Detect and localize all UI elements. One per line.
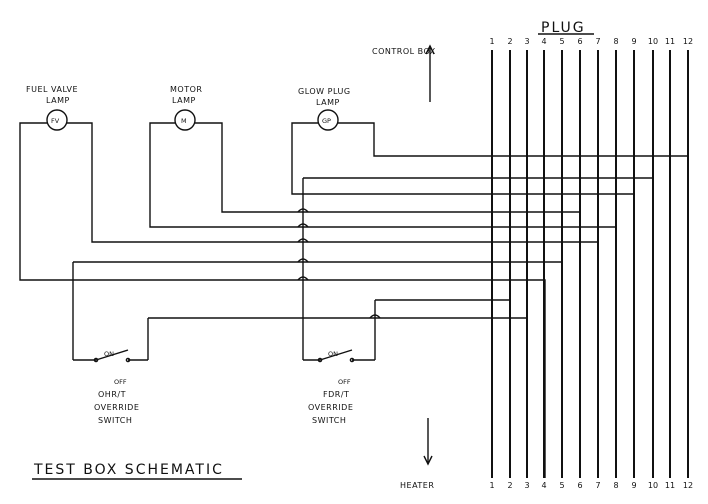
motor-lamp-icon: M <box>174 109 196 131</box>
pin-label: 4 <box>541 37 546 46</box>
svg-text:SWITCH: SWITCH <box>98 416 132 425</box>
fuel-valve-lamp-icon: FV <box>46 109 68 131</box>
glow-plug-lamp-label: LAMP <box>316 98 340 107</box>
heater-label: HEATER <box>400 481 434 490</box>
svg-text:SWITCH: SWITCH <box>312 416 346 425</box>
svg-text:OVERRIDE: OVERRIDE <box>308 403 353 412</box>
pin-label: 6 <box>577 481 582 490</box>
pin-label: 12 <box>683 37 693 46</box>
pin-label: 3 <box>524 37 529 46</box>
pin-label: 11 <box>665 37 675 46</box>
control-box-label: CONTROL BOX <box>372 47 436 56</box>
motor-lamp-label: MOTOR <box>170 85 202 94</box>
fuel-valve-lamp-label: LAMP <box>46 96 70 105</box>
pin-label: 5 <box>559 481 564 490</box>
svg-text:OVERRIDE: OVERRIDE <box>94 403 139 412</box>
svg-text:ON: ON <box>104 350 114 358</box>
pin-label: 10 <box>648 37 658 46</box>
up-arrow-icon <box>425 44 435 102</box>
motor-lamp-label: LAMP <box>172 96 196 105</box>
svg-text:FDR/T: FDR/T <box>323 390 349 399</box>
svg-text:OFF: OFF <box>338 378 351 386</box>
svg-text:GP: GP <box>322 117 331 125</box>
pin-label: 8 <box>613 37 618 46</box>
pin-label: 9 <box>631 481 636 490</box>
ohr-override-switch: ON OFF OHR/T OVERRIDE SWITCH <box>73 349 148 425</box>
pin-label: 4 <box>541 481 546 490</box>
pin-label: 1 <box>489 37 494 46</box>
pin-label: 2 <box>507 37 512 46</box>
pin-label: 12 <box>683 481 693 490</box>
top-pin-numbers: 1 2 3 4 5 6 7 8 9 10 11 12 <box>489 37 693 46</box>
fdr-override-switch: ON OFF FDR/T OVERRIDE SWITCH <box>303 349 375 425</box>
pin-label: 7 <box>595 481 600 490</box>
svg-text:OFF: OFF <box>114 378 127 386</box>
fuel-valve-lamp-label: FUEL VALVE <box>26 85 78 94</box>
svg-text:FV: FV <box>51 117 60 125</box>
svg-text:ON: ON <box>328 350 338 358</box>
svg-text:M: M <box>181 117 187 125</box>
pin-label: 1 <box>489 481 494 490</box>
pin-label: 5 <box>559 37 564 46</box>
pin-label: 7 <box>595 37 600 46</box>
glow-plug-lamp-icon: GP <box>317 109 339 131</box>
down-arrow-icon <box>423 418 433 466</box>
svg-text:OHR/T: OHR/T <box>98 390 126 399</box>
pin-label: 3 <box>524 481 529 490</box>
pin-label: 2 <box>507 481 512 490</box>
plug-bus-lines <box>491 50 689 478</box>
schematic-title: TEST BOX SCHEMATIC <box>33 462 224 478</box>
pin-label: 9 <box>631 37 636 46</box>
pin-label: 10 <box>648 481 658 490</box>
glow-plug-lamp-label: GLOW PLUG <box>298 87 351 96</box>
bottom-pin-numbers: 1 2 3 4 5 6 7 8 9 10 11 12 <box>489 481 693 490</box>
wiring <box>19 122 688 478</box>
pin-label: 11 <box>665 481 675 490</box>
pin-label: 8 <box>613 481 618 490</box>
plug-title: PLUG <box>541 20 586 36</box>
pin-label: 6 <box>577 37 582 46</box>
